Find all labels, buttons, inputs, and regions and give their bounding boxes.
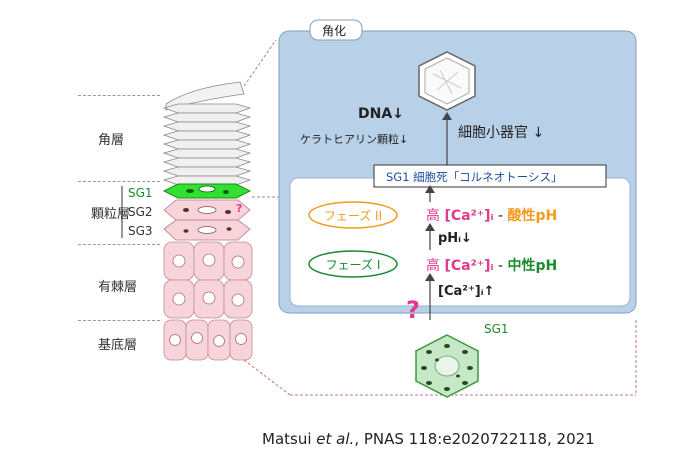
citation-ref: , PNAS 118:e2020722118, 2021 <box>354 430 595 448</box>
organelles-decrease: 細胞小器官 ↓ <box>458 125 545 141</box>
phase2-ca: [Ca²⁺]ᵢ <box>444 208 494 224</box>
phase1-ca: [Ca²⁺]ᵢ <box>444 258 494 274</box>
zoom-line-bottom <box>243 359 291 396</box>
sg1-cell-label: SG1 <box>484 322 509 336</box>
citation-authors: Matsui <box>262 430 312 448</box>
sg2-question-mark: ? <box>236 202 242 215</box>
separator-spinosum-basale <box>78 320 160 321</box>
separator-top <box>78 95 160 96</box>
sg1-layer <box>162 183 252 199</box>
separator-granulosum-spinosum <box>78 244 160 245</box>
phase2-oval <box>308 201 398 229</box>
acidic-ph: 酸性pH <box>507 208 558 224</box>
phase1-label: フェーズ I <box>325 258 381 272</box>
phase1-oval <box>308 250 398 278</box>
label-stratum-basale: 基底層 <box>98 338 138 353</box>
corneoptosis-box <box>373 164 607 188</box>
neutral-ph: 中性pH <box>507 258 558 274</box>
label-stratum-corneum: 角層 <box>98 133 125 148</box>
phase1-high: 高 <box>426 258 440 274</box>
sg1-cell-icon <box>415 334 479 398</box>
separator-corneum-granulosum <box>78 181 160 182</box>
label-stratum-spinosum: 有棘層 <box>98 280 138 295</box>
spinosum-cells <box>163 241 253 319</box>
ca-increase: [Ca²⁺]ᵢ↑ <box>438 284 495 299</box>
phase2-label: フェーズ II <box>323 209 383 223</box>
phase1-dash: - <box>498 258 504 274</box>
citation: Matsui et al., PNAS 118:e2020722118, 202… <box>262 430 595 448</box>
phase2-high: 高 <box>426 208 440 224</box>
tab-cornification: 角化 <box>322 24 347 38</box>
label-sg2: SG2 <box>128 205 153 219</box>
label-sg3: SG3 <box>128 224 153 238</box>
corneum-stack <box>162 81 252 186</box>
phase2-condition: 高 [Ca²⁺]ᵢ - 酸性pH <box>426 205 557 225</box>
corneoptosis-label: SG1 細胞死「コルネオトーシス」 <box>386 170 563 184</box>
unknown-trigger-question: ? <box>406 296 420 324</box>
phase1-condition: 高 [Ca²⁺]ᵢ - 中性pH <box>426 255 557 275</box>
phase2-dash: - <box>498 208 504 224</box>
cornification-tab <box>309 19 363 41</box>
label-stratum-granulosum: 顆粒層 <box>91 207 131 222</box>
keratohyalin-decrease: ケラトヒアリン顆粒↓ <box>300 133 409 146</box>
corneocyte-icon <box>418 51 476 111</box>
ph-decrease: pHᵢ↓ <box>438 231 472 246</box>
label-sg1: SG1 <box>128 186 153 200</box>
dna-decrease: DNA↓ <box>358 106 404 122</box>
zoom-line-top <box>243 39 277 87</box>
citation-etal: et al. <box>316 430 355 448</box>
